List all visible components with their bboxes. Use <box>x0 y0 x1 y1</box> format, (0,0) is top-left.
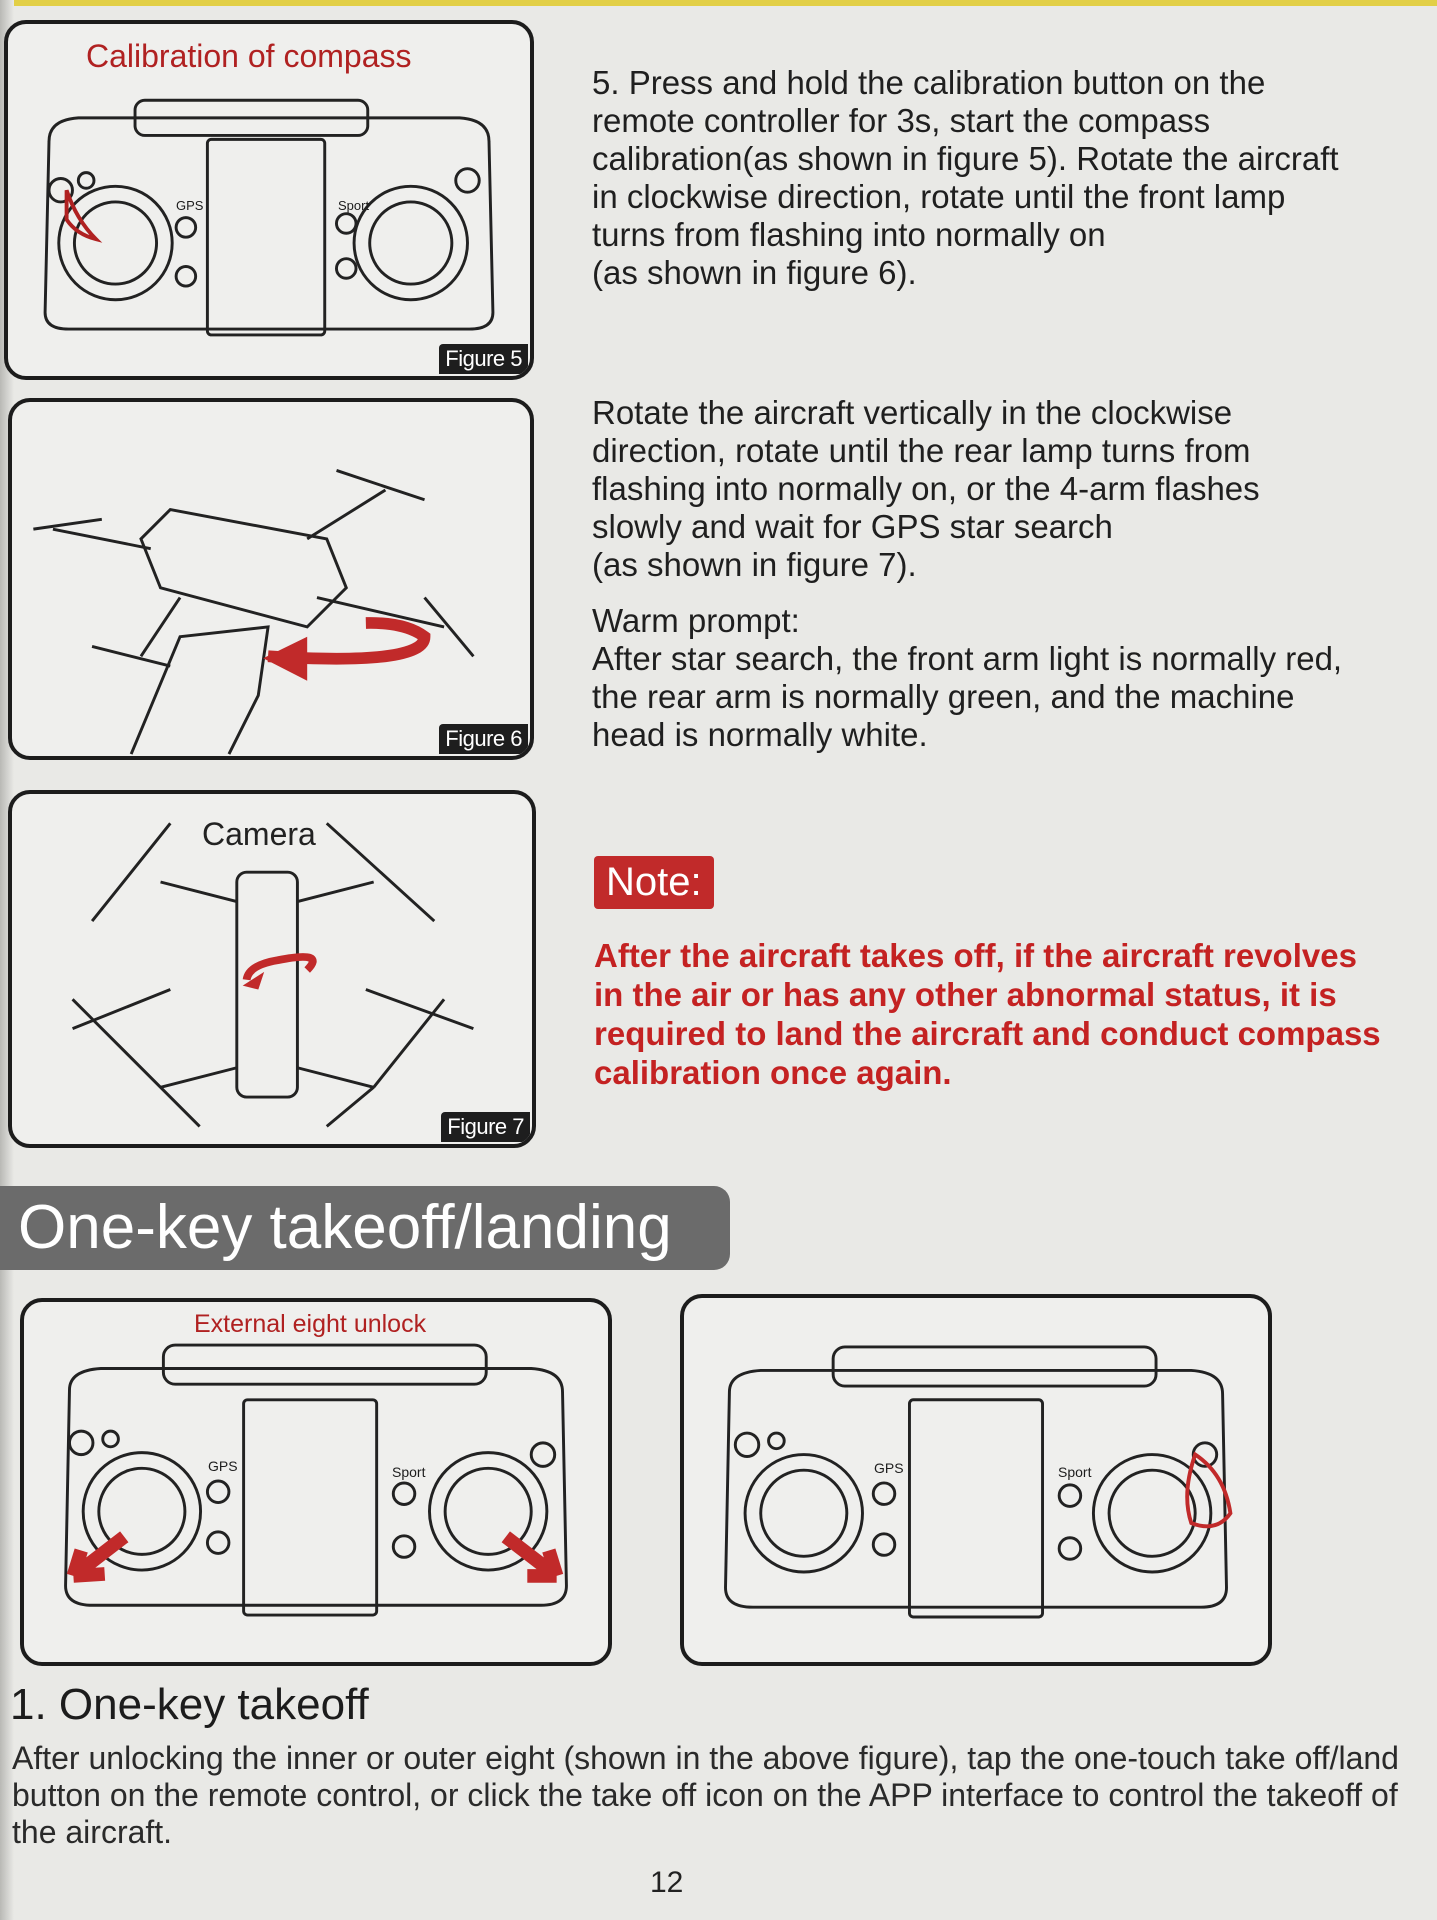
step-5-instructions: 5. Press and hold the calibration button… <box>592 64 1339 291</box>
remote-controller-illustration <box>43 98 495 337</box>
figure-external-eight-unlock: External eight unlock GPS Sport <box>20 1298 612 1666</box>
figure-7-tag: Figure 7 <box>441 1112 530 1142</box>
rotate-instructions: Rotate the aircraft vertically in the cl… <box>592 394 1260 583</box>
sport-label-2: Sport <box>392 1464 426 1480</box>
figure-5-remote-calibration: Calibration of compass GPS Sport Figure … <box>4 20 534 380</box>
figure-5-title: Calibration of compass <box>86 38 412 74</box>
figure-5-tag: Figure 5 <box>439 344 528 374</box>
gps-label-3: GPS <box>874 1460 904 1476</box>
note-text: After the aircraft takes off, if the air… <box>594 937 1381 1091</box>
drone-top-illustration <box>71 822 474 1128</box>
remote-takeoff-illustration <box>724 1345 1233 1619</box>
note-label: Note: <box>594 856 714 909</box>
sport-label-3: Sport <box>1058 1464 1092 1480</box>
sport-label: Sport <box>338 198 370 213</box>
gps-label: GPS <box>176 198 204 213</box>
section-title: One-key takeoff/landing <box>18 1193 672 1262</box>
drone-hand-illustration <box>33 469 475 755</box>
figure-6-tag: Figure 6 <box>439 724 528 754</box>
figure-7-drone-top: Camera Figure 7 <box>8 790 536 1148</box>
figure-6-drone-rotate: Figure 6 <box>8 398 534 760</box>
subsection-title: 1. One-key takeoff <box>10 1680 369 1729</box>
subsection-body: After unlocking the inner or outer eight… <box>12 1740 1399 1850</box>
gps-label-2: GPS <box>208 1458 238 1474</box>
warm-prompt: Warm prompt: After star search, the fron… <box>592 602 1343 753</box>
page-number: 12 <box>650 1866 684 1899</box>
figure-unlock-title: External eight unlock <box>194 1310 427 1338</box>
remote-unlock-illustration <box>64 1343 568 1617</box>
page-top-strip <box>0 0 1437 6</box>
figure-takeoff-button: GPS Sport <box>680 1294 1272 1666</box>
section-banner <box>0 1186 730 1270</box>
camera-label: Camera <box>202 816 316 852</box>
